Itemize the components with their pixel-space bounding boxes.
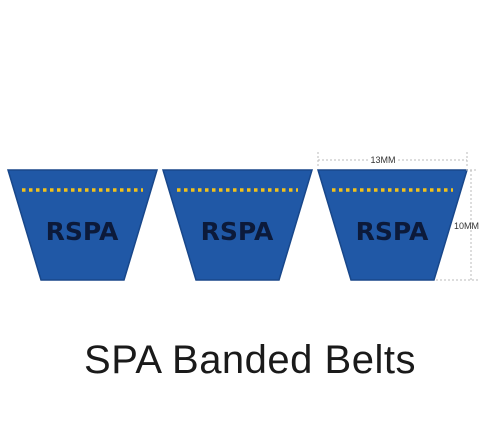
width-dimension: 13MM xyxy=(317,152,468,168)
height-dimension: 10MM xyxy=(436,169,479,281)
width-dimension-label: 13MM xyxy=(370,155,395,165)
belt-section-1: RSPA xyxy=(6,169,159,281)
belt-section-2: RSPA xyxy=(161,169,314,281)
belt-profile xyxy=(6,169,159,281)
banded-belt-diagram: RSPA RSPA RSPA 13MM 10MM xyxy=(6,152,479,281)
belt-label: RSPA xyxy=(46,217,119,246)
belt-profile xyxy=(316,169,469,281)
belt-section-3: RSPA xyxy=(316,169,469,281)
belt-label: RSPA xyxy=(201,217,274,246)
belt-profile xyxy=(161,169,314,281)
belt-label: RSPA xyxy=(356,217,429,246)
diagram-caption: SPA Banded Belts xyxy=(84,338,416,382)
height-dimension-label: 10MM xyxy=(454,221,479,231)
